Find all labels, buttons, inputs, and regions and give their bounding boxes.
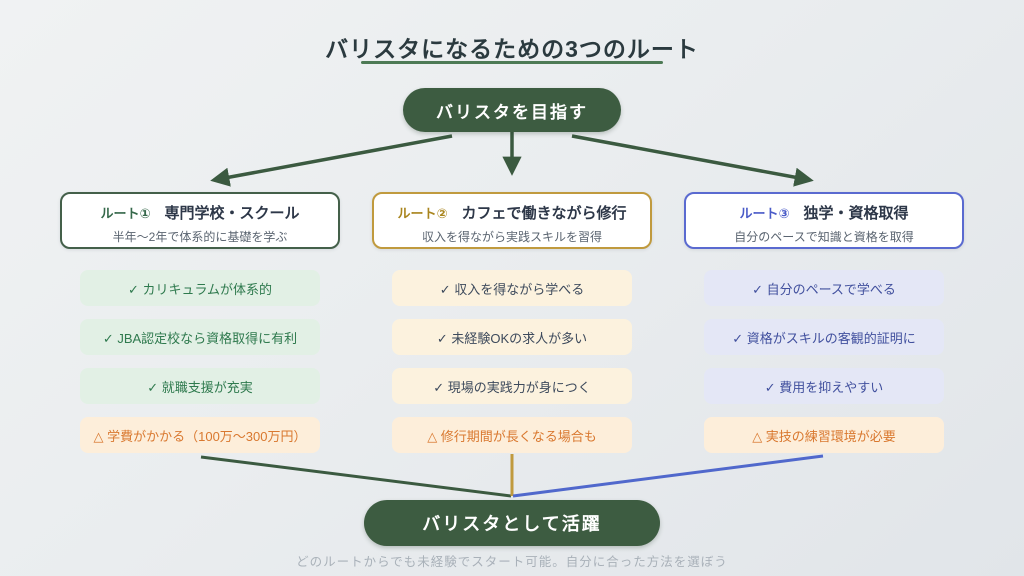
route2-header: ルート② カフェで働きながら修行	[374, 202, 650, 223]
route2-items: ✓ 収入を得ながら学べる ✓ 未経験OKの求人が多い ✓ 現場の実践力が身につく…	[392, 270, 632, 466]
list-item: △ 修行期間が長くなる場合も	[392, 417, 632, 453]
arrow-start-to-route1	[210, 134, 453, 187]
list-item: △ 実技の練習環境が必要	[704, 417, 944, 453]
route3-title: 独学・資格取得	[803, 205, 909, 222]
route1-subtitle: 半年〜2年で体系的に基礎を学ぶ	[112, 230, 288, 244]
footer-note: どのルートからでも未経験でスタート可能。自分に合った方法を選ぼう	[296, 555, 728, 569]
list-item: △ 学費がかかる（100万〜300万円）	[80, 417, 320, 453]
route2-badge: ルート②	[397, 206, 448, 221]
route1-badge: ルート①	[100, 206, 151, 221]
end-node: バリスタとして活躍	[364, 500, 660, 546]
route2-subtitle: 収入を得ながら実践スキルを習得	[421, 230, 602, 244]
route1-box: ルート① 専門学校・スクール 半年〜2年で体系的に基礎を学ぶ	[60, 192, 340, 249]
list-item: ✓ 就職支援が充実	[80, 368, 320, 404]
list-item: ✓ 費用を抑えやすい	[704, 368, 944, 404]
route2-title: カフェで働きながら修行	[461, 205, 627, 222]
route2-box: ルート② カフェで働きながら修行 収入を得ながら実践スキルを習得	[372, 192, 652, 249]
route1-title: 専門学校・スクール	[164, 205, 300, 222]
route3-box: ルート③ 独学・資格取得 自分のペースで知識と資格を取得	[684, 192, 964, 249]
line-route3-to-end	[512, 454, 824, 498]
list-item: ✓ カリキュラムが体系的	[80, 270, 320, 306]
route1-items: ✓ カリキュラムが体系的 ✓ JBA認定校なら資格取得に有利 ✓ 就職支援が充実…	[80, 270, 320, 466]
arrow-start-to-route3	[571, 134, 814, 187]
list-item: ✓ 資格がスキルの客観的証明に	[704, 319, 944, 355]
route3-subtitle: 自分のペースで知識と資格を取得	[734, 230, 914, 244]
route3-header: ルート③ 独学・資格取得	[686, 202, 962, 223]
list-item: ✓ 収入を得ながら学べる	[392, 270, 632, 306]
list-item: ✓ 未経験OKの求人が多い	[392, 319, 632, 355]
list-item: ✓ 自分のペースで学べる	[704, 270, 944, 306]
line-route1-to-end	[200, 455, 512, 498]
start-node: バリスタを目指す	[403, 88, 621, 132]
route3-badge: ルート③	[739, 206, 790, 221]
list-item: ✓ 現場の実践力が身につく	[392, 368, 632, 404]
route1-header: ルート① 専門学校・スクール	[62, 202, 338, 223]
route3-items: ✓ 自分のペースで学べる ✓ 資格がスキルの客観的証明に ✓ 費用を抑えやすい …	[704, 270, 944, 466]
page-title: バリスタになるための3つのルート	[325, 36, 699, 62]
title-underline	[361, 61, 663, 64]
list-item: ✓ JBA認定校なら資格取得に有利	[80, 319, 320, 355]
